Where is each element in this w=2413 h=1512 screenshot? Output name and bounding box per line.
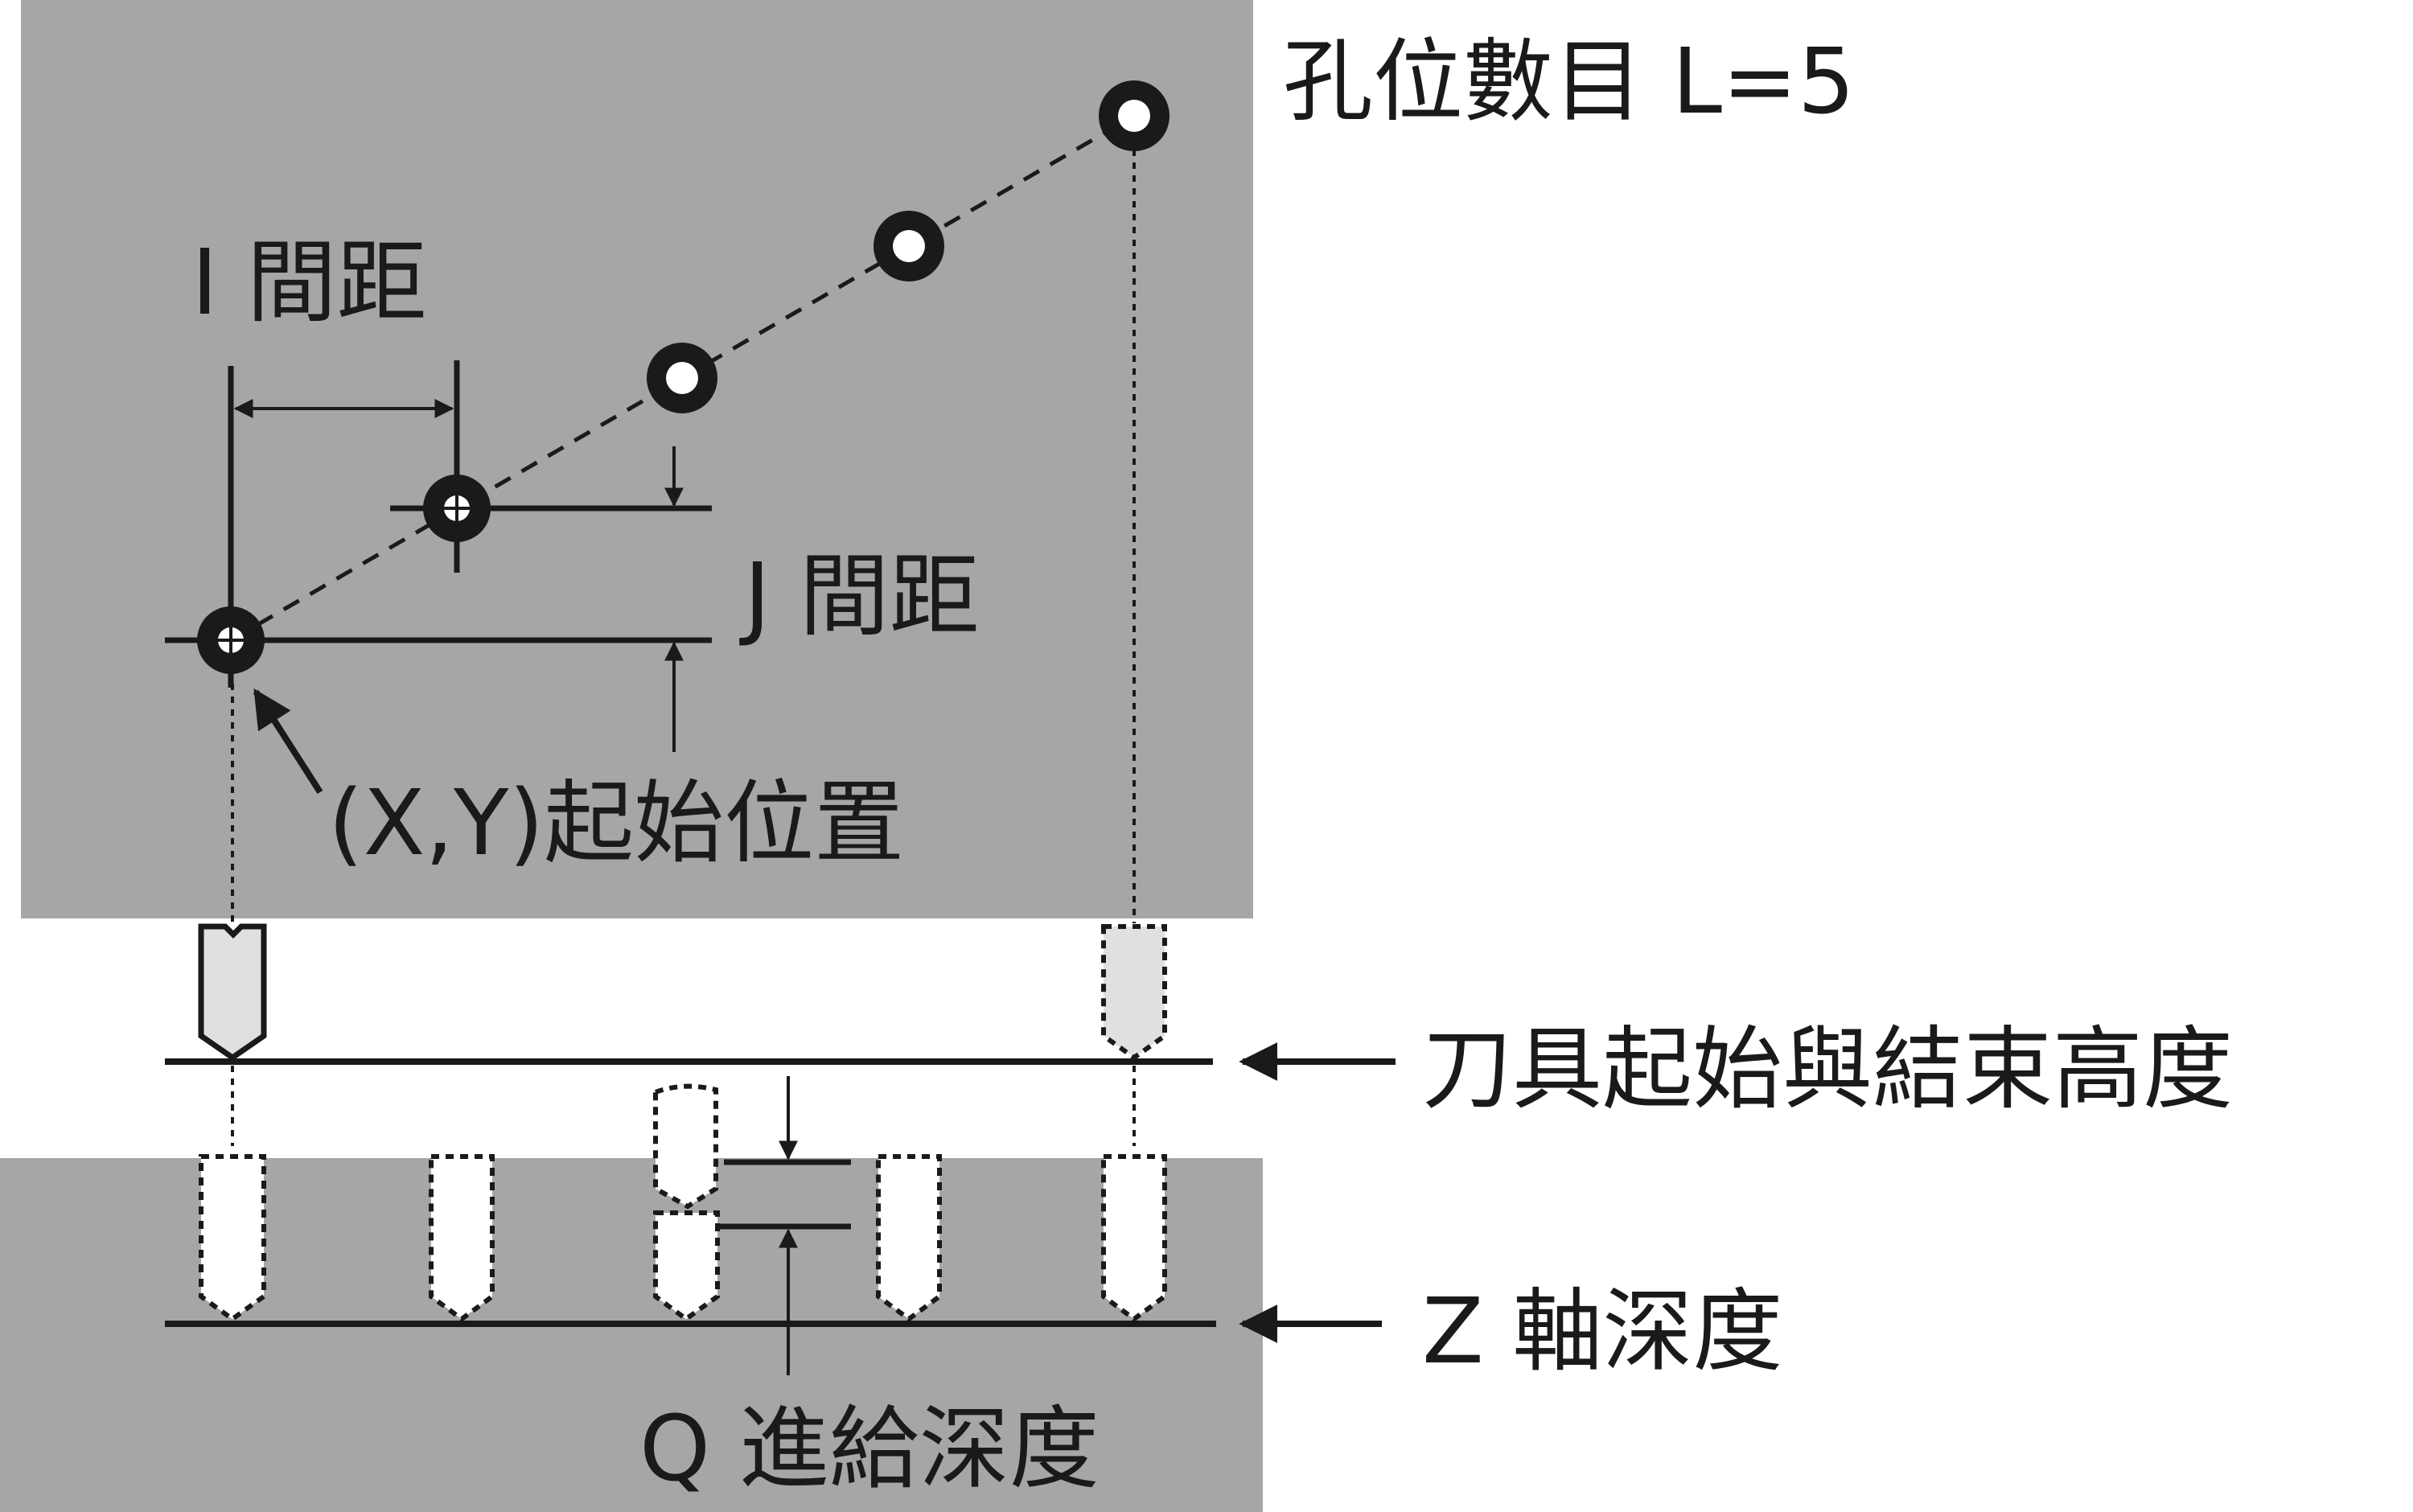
workpiece-top-view xyxy=(21,0,1253,918)
hole-2 xyxy=(423,475,491,542)
tool-height-label: 刀具起始與結束高度 xyxy=(1422,1017,2233,1122)
tool-ghost-depth-4 xyxy=(876,1154,942,1322)
hole-count-label: 孔位數目 L=5 xyxy=(1283,30,1855,134)
tool-ghost-depth-2 xyxy=(429,1154,495,1322)
start-position-label: (X,Y)起始位置 xyxy=(328,771,904,876)
tool-ghost-depth-5 xyxy=(1101,1154,1167,1322)
hole-5 xyxy=(1099,80,1170,151)
i-spacing-label: I 間距 xyxy=(191,231,427,335)
tool-ghost-peck-upper xyxy=(653,1083,718,1210)
tool-ghost-top xyxy=(1101,924,1167,1061)
start-position-arrow xyxy=(253,688,323,795)
hole-1 xyxy=(197,606,265,674)
tool-ghost-peck-lower xyxy=(653,1210,720,1322)
tool-ghost-depth-1 xyxy=(199,1154,266,1322)
z-depth-label: Z 軸深度 xyxy=(1422,1280,1782,1384)
hole-3 xyxy=(647,343,717,413)
hole-4 xyxy=(874,211,944,281)
j-spacing-label: J 間距 xyxy=(739,544,980,649)
tool-solid xyxy=(198,923,267,1062)
q-feed-depth-label: Q 進給深度 xyxy=(639,1397,1100,1502)
